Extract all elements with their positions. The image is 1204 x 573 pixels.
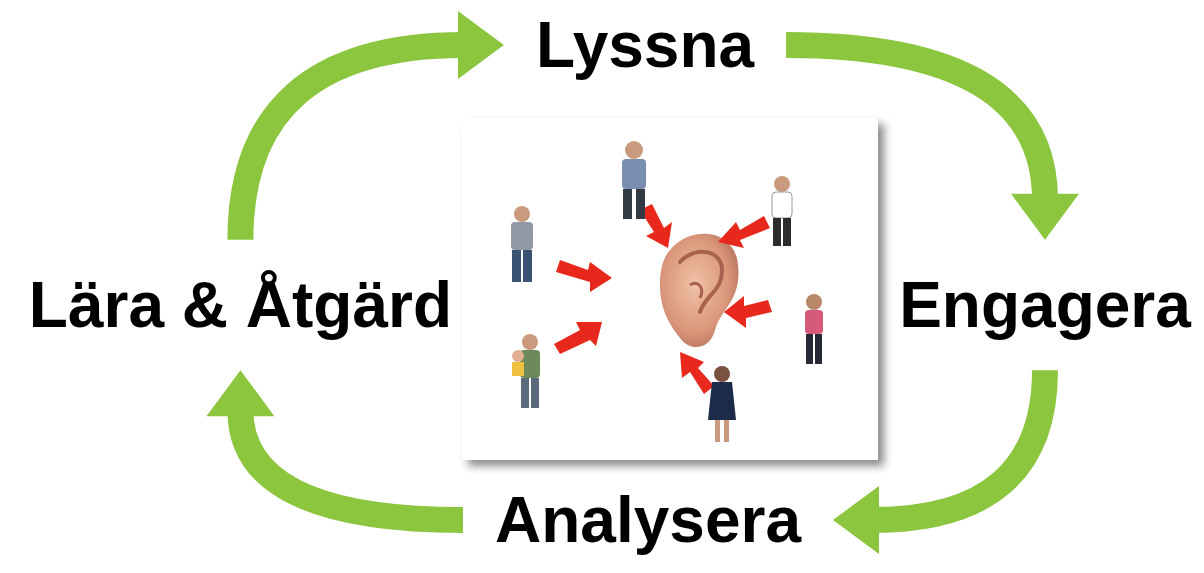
arrow-head xyxy=(458,11,504,79)
stage-text: Analysera xyxy=(491,483,805,557)
arrow-body xyxy=(873,370,1045,520)
photo-frame xyxy=(462,118,878,460)
arrow-head xyxy=(206,370,274,416)
cycle-arrow xyxy=(206,370,463,520)
stage-label: Engagera xyxy=(895,268,1195,342)
cycle-arrow xyxy=(833,370,1045,554)
stage-label: Lyssna xyxy=(532,8,758,82)
stage-label: Lära & Åtgärd xyxy=(25,268,456,342)
arrow-head xyxy=(1011,194,1079,240)
stage-text: Engagera xyxy=(895,268,1195,342)
ear xyxy=(660,234,738,347)
stage-label: Analysera xyxy=(491,483,805,557)
stage-text: Lära & Åtgärd xyxy=(25,268,456,342)
arrow-body xyxy=(786,45,1045,200)
people xyxy=(511,141,823,442)
arrow-head xyxy=(833,486,879,554)
cycle-arrow xyxy=(240,11,504,240)
red-arrows xyxy=(554,204,772,394)
arrow-body xyxy=(240,45,464,240)
cycle-arrow xyxy=(786,45,1079,240)
stage-text: Lyssna xyxy=(532,8,758,82)
arrow-body xyxy=(240,410,463,520)
